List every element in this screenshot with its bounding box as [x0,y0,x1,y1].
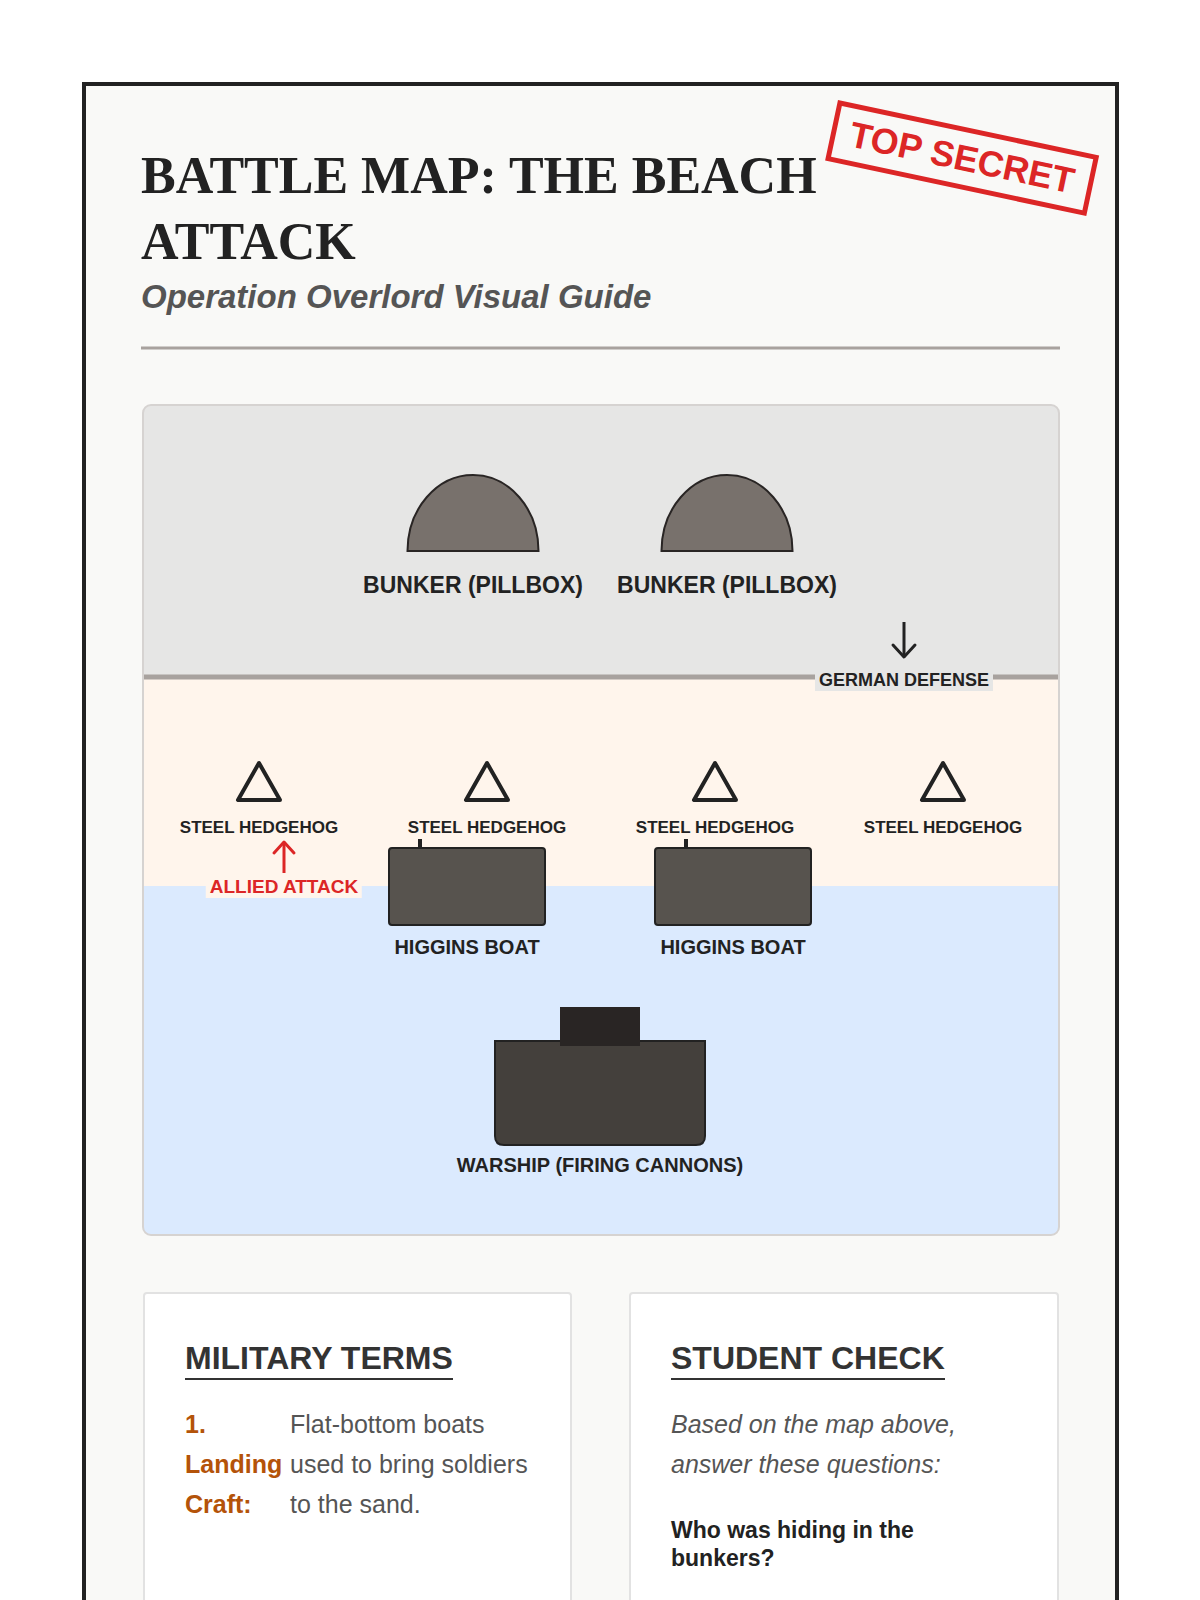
page-title: BATTLE MAP: THE BEACH ATTACK [141,143,941,275]
hedgehog-symbol [694,763,736,800]
question-text: Who was hiding in the bunkers? [671,1516,1019,1572]
hedgehog-obstacle: STEEL HEDGEHOG [388,760,586,838]
figure-label: STEEL HEDGEHOG [388,818,586,838]
hedgehog-obstacle-shape [844,760,1042,803]
ship-hull [495,1041,705,1145]
check-card: STUDENT CHECK Based on the map above, ans… [629,1292,1059,1600]
terms-card: MILITARY TERMS 1. Landing Craft:Flat-bott… [143,1292,572,1600]
landing-boat: HIGGINS BOAT [363,824,571,959]
bunker: BUNKER (PILLBOX) [603,474,851,599]
hedgehog-obstacle: STEEL HEDGEHOG [160,760,358,838]
attack-label: ALLIED ATTACK [206,876,362,898]
hedgehog-symbol [466,763,508,800]
attack-arrow [274,842,294,873]
hedgehog-obstacle: STEEL HEDGEHOG [616,760,814,838]
defense-arrow [893,622,915,657]
bunker-shape [603,474,851,552]
warship-shape [426,1007,774,1146]
water-zone [143,886,1059,1235]
boat-hull [389,848,545,925]
figure-label: WARSHIP (FIRING CANNONS) [426,1153,774,1177]
term-definition: Flat-bottom boats used to bring soldiers… [290,1404,532,1524]
land-zone [143,405,1059,679]
ship-tower [560,1007,640,1046]
bunker: BUNKER (PILLBOX) [349,474,597,599]
bunker-shape [349,474,597,552]
figure-label: HIGGINS BOAT [629,935,837,959]
figure-label: HIGGINS BOAT [363,935,571,959]
hedgehog-symbol [922,763,964,800]
figure-label: STEEL HEDGEHOG [616,818,814,838]
card-instructions: Based on the map above, answer these que… [671,1404,1019,1484]
warship: WARSHIP (FIRING CANNONS) [426,1007,774,1177]
figure-label: BUNKER (PILLBOX) [603,571,851,599]
subtitle: Operation Overlord Visual Guide [141,277,651,317]
card-heading: STUDENT CHECK [671,1338,945,1380]
figure-label: STEEL HEDGEHOG [844,818,1042,838]
landing-boat: HIGGINS BOAT [629,824,837,959]
sand-zone [143,679,1059,886]
defense-label: GERMAN DEFENSE [815,669,993,691]
card-heading: MILITARY TERMS [185,1338,453,1380]
bunker-dome [662,475,793,551]
figure-label: BUNKER (PILLBOX) [349,571,597,599]
boat-hull [655,848,811,925]
bunker-dome [408,475,539,551]
hedgehog-obstacle: STEEL HEDGEHOG [844,760,1042,838]
landing-boat-shape [363,824,571,926]
divider-rule [141,347,1060,350]
hedgehog-obstacle-shape [616,760,814,803]
term-name: 1. Landing Craft: [185,1404,290,1524]
map-panel [143,405,1059,1235]
hedgehog-symbol [238,763,280,800]
hedgehog-obstacle-shape [160,760,358,803]
hedgehog-obstacle-shape [388,760,586,803]
figure-label: STEEL HEDGEHOG [160,818,358,838]
landing-boat-shape [629,824,837,926]
